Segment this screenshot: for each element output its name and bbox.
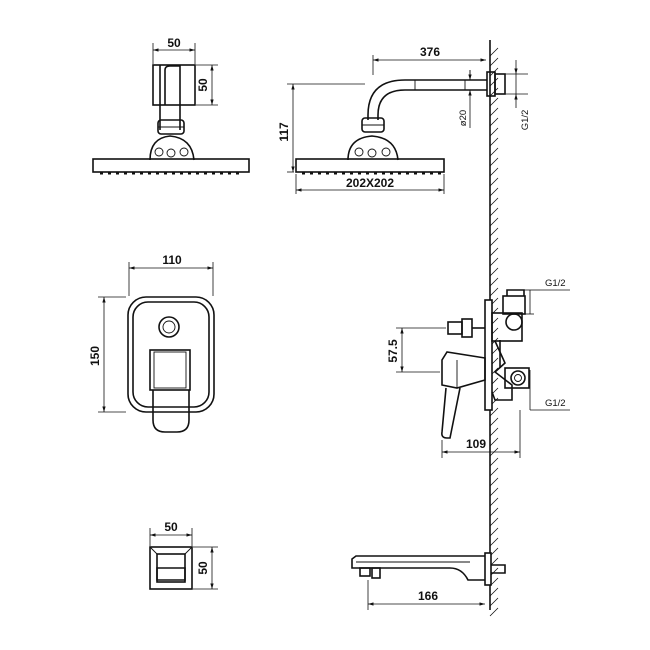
dim-thread-head: G1/2 — [520, 110, 531, 131]
dim-inlet-top: G1/2 — [545, 278, 566, 289]
dim-spout-width: 50 — [164, 520, 178, 534]
dim-head-size: 202X202 — [346, 176, 394, 190]
dim-mixer-offset: 57.5 — [386, 339, 400, 363]
dim-mixer-depth: 109 — [466, 437, 486, 451]
dim-arm-width: 50 — [167, 36, 181, 50]
spout-front-view: 50 50 — [149, 520, 218, 590]
dim-mixer-width: 110 — [162, 253, 182, 267]
mixer-front-view: 110 150 — [88, 253, 215, 433]
dim-pipe-diameter: ø20 — [458, 110, 469, 126]
shower-head-side-view: 376 117 ø20 202X202 G1/2 — [277, 45, 531, 194]
dim-arm-height: 50 — [196, 78, 210, 92]
spout-side-view: 166 — [351, 552, 506, 610]
dim-inlet-bottom: G1/2 — [545, 398, 566, 409]
dim-arm-length: 376 — [420, 45, 440, 59]
dim-mixer-height: 150 — [88, 346, 102, 366]
shower-head-front-view: 50 50 — [92, 36, 250, 175]
dim-head-height: 117 — [277, 122, 291, 142]
dim-spout-length: 166 — [418, 589, 438, 603]
mixer-side-view: G1/2 G1/2 57.5 109 — [386, 278, 570, 458]
dim-spout-height: 50 — [196, 561, 210, 575]
